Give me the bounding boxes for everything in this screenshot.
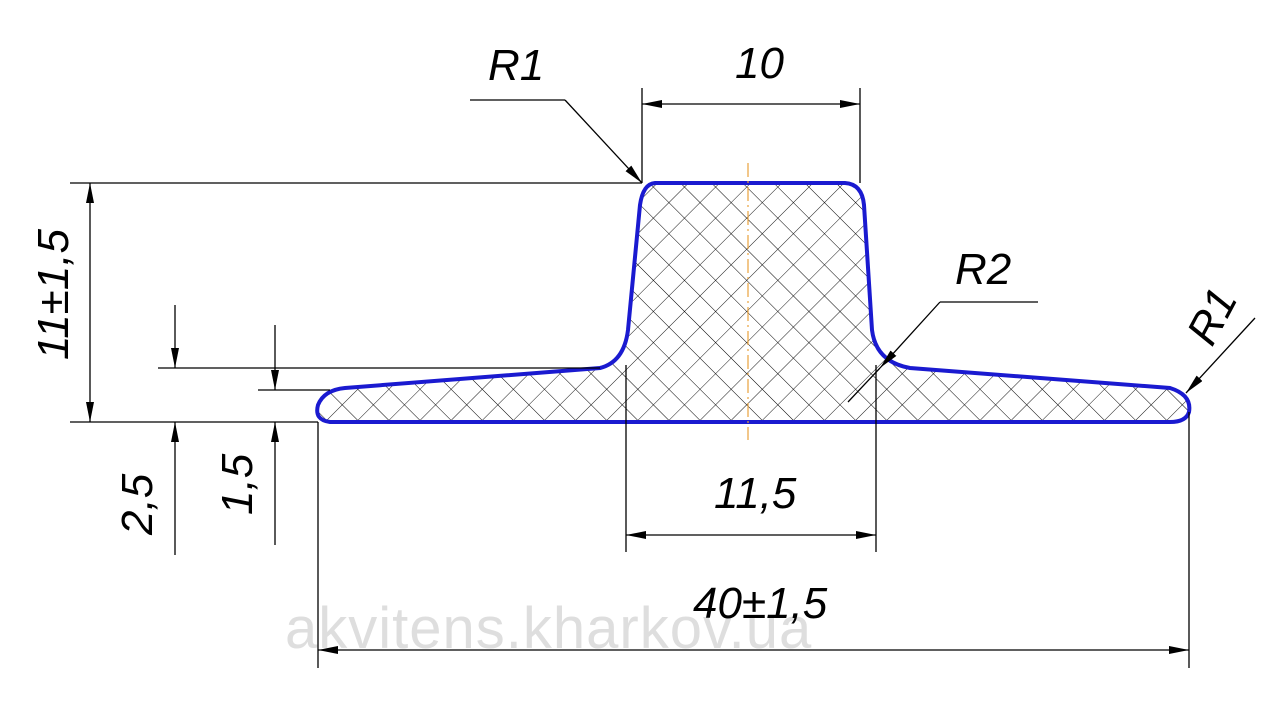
dimension-flange-outer: 2,5 (113, 473, 162, 536)
leader-line (1185, 317, 1256, 394)
leader-line (879, 301, 941, 369)
dimension-total-width: 40±1,5 (693, 579, 828, 628)
dimension-base-width: 11,5 (714, 469, 797, 518)
dimension-top-radius: R1 (488, 41, 544, 90)
dimension-end-radius: R1 (1178, 280, 1248, 353)
profile-cross-section (315, 181, 1192, 424)
leader-line (564, 99, 643, 184)
leader-line (847, 367, 881, 403)
dimension-height: 11±1,5 (29, 228, 78, 360)
dimension-flange-inner: 1,5 (213, 453, 262, 515)
dimension-side-radius: R2 (955, 245, 1011, 294)
dimension-top-width: 10 (735, 39, 784, 88)
